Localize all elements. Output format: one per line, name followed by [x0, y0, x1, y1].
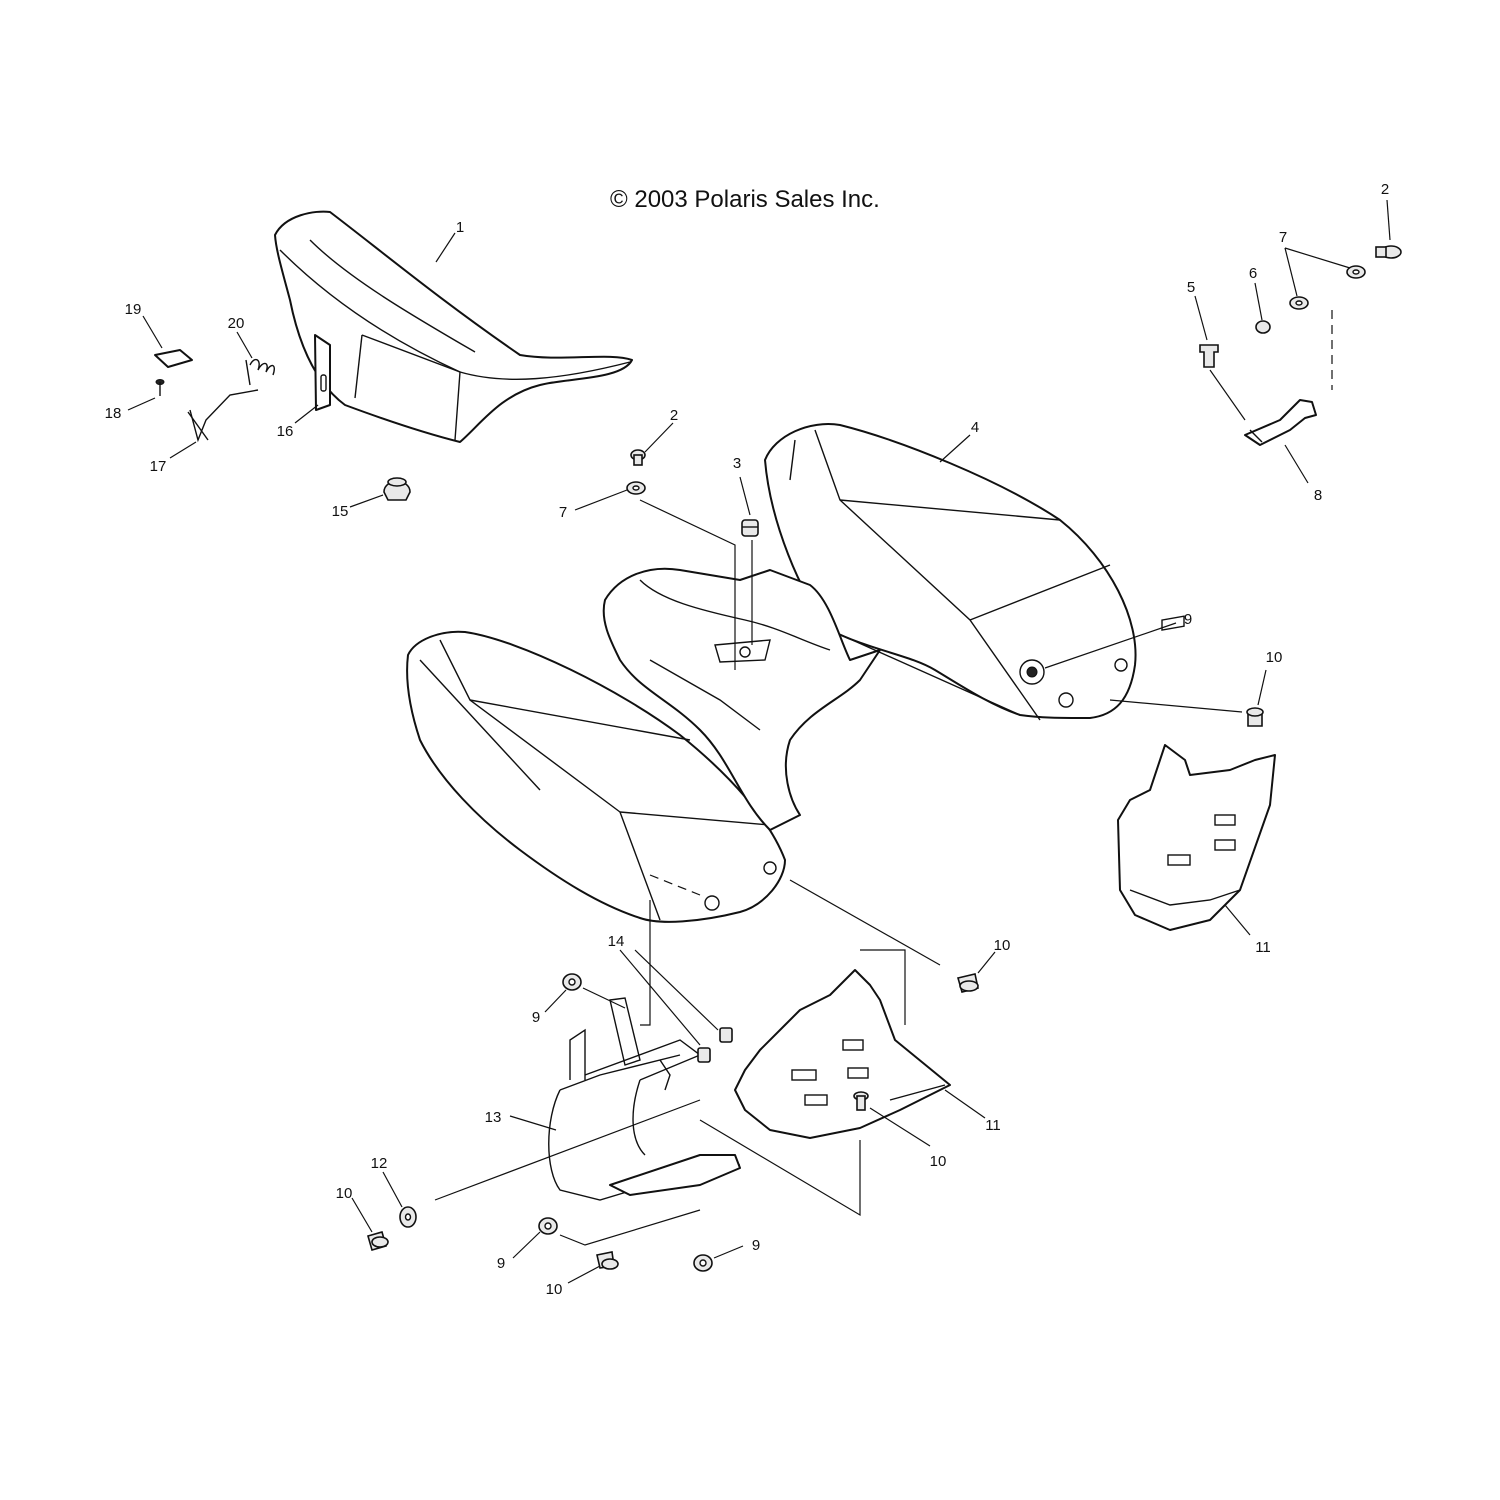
spacer-upper	[719, 1027, 733, 1043]
bolt-right-upper	[1246, 707, 1264, 727]
heat-shield-lower	[734, 969, 951, 1139]
bushing	[1199, 344, 1219, 368]
callout-bolt-heat-shield: 10	[930, 1153, 947, 1170]
callout-heat-shield-lower: 11	[985, 1117, 1001, 1134]
callout-washer-left: 12	[371, 1155, 388, 1172]
callout-nut: 6	[1249, 265, 1257, 282]
nut-left-lower	[538, 1217, 558, 1235]
callout-nut-left-upper: 9	[532, 1009, 540, 1026]
callout-spacers: 14	[608, 933, 625, 950]
callout-screw-top-right: 2	[1381, 181, 1389, 198]
callout-washer-top-right: 7	[1279, 229, 1287, 246]
latch-plate	[154, 349, 193, 368]
bumper	[383, 477, 411, 501]
screw-top-right	[1375, 245, 1402, 259]
callout-bolt-bottom: 10	[546, 1281, 563, 1298]
nut-left-upper	[562, 973, 582, 991]
heat-shield-right	[1117, 615, 1276, 931]
callout-seat: 1	[456, 219, 464, 236]
bolt-left	[367, 1231, 389, 1251]
spacer-lower	[697, 1047, 711, 1063]
bolt-heat-shield	[853, 1091, 869, 1111]
nut	[1255, 320, 1271, 334]
washer-top-right	[1289, 265, 1366, 310]
nut-bottom	[693, 1254, 713, 1272]
latch	[187, 389, 259, 443]
bracket	[1244, 399, 1317, 446]
callout-washer-center: 7	[559, 504, 567, 521]
callout-bolt-right-middle: 10	[994, 937, 1011, 954]
seat-bracket	[314, 334, 331, 411]
callout-rear-fender: 4	[971, 419, 979, 436]
screw-center	[630, 449, 646, 466]
callout-screw-center: 2	[670, 407, 678, 424]
support-frame	[548, 997, 741, 1201]
callout-spring: 20	[228, 315, 245, 332]
rear-fender	[406, 423, 1137, 923]
callout-bolt-right-upper: 10	[1266, 649, 1283, 666]
callout-nut-fender: 9	[1184, 611, 1192, 628]
callout-latch: 17	[150, 458, 167, 475]
callout-seat-bracket: 16	[277, 423, 294, 440]
washer-center	[626, 481, 646, 495]
callout-rivet: 18	[105, 405, 122, 422]
bolt-bottom	[596, 1251, 619, 1270]
bolt-right-middle	[957, 973, 979, 993]
callout-nut-bottom: 9	[752, 1237, 760, 1254]
seat	[274, 210, 633, 443]
callout-nut-left-lower: 9	[497, 1255, 505, 1272]
callout-grommet: 3	[733, 455, 741, 472]
rivet	[155, 379, 165, 396]
callout-support-frame: 13	[485, 1109, 502, 1126]
washer-left	[399, 1206, 417, 1228]
assembly-lines	[434, 310, 1333, 1246]
callout-labels: 1 2 7 6 5 8 4 2 7 3 9 10 11 10 11 10 14 …	[105, 181, 1390, 1298]
callout-latch-plate: 19	[125, 301, 142, 318]
copyright-notice: © 2003 Polaris Sales Inc.	[610, 186, 880, 213]
callout-leaders	[127, 199, 1391, 1284]
callout-bushing: 5	[1187, 279, 1195, 296]
callout-bumper: 15	[332, 503, 349, 520]
callout-bolt-left: 10	[336, 1185, 353, 1202]
callout-heat-shield-right: 11	[1255, 939, 1271, 956]
callout-bracket: 8	[1314, 487, 1322, 504]
spring	[245, 358, 275, 386]
grommet	[741, 519, 759, 537]
